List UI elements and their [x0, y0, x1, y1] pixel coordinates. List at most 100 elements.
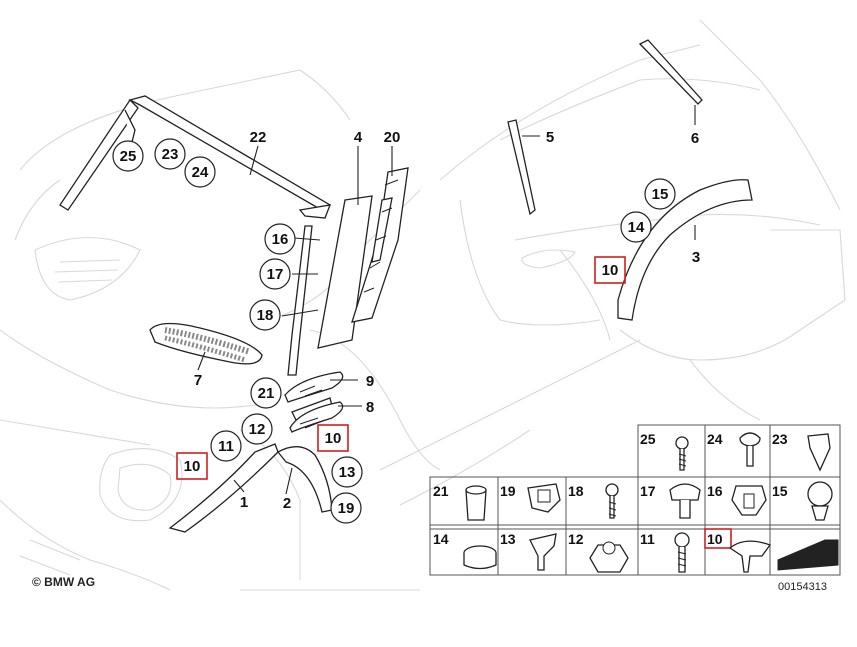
table-cell-25: 25 — [640, 431, 656, 447]
leader-lines — [197, 105, 696, 495]
callout-label: 14 — [628, 219, 645, 236]
callout-label: 7 — [194, 372, 202, 389]
callout-6: 6 — [691, 130, 699, 147]
drawing-number: 00154313 — [778, 581, 827, 593]
part-5-strip — [507, 119, 536, 216]
callout-21: 21 — [250, 377, 282, 409]
callout-label: 1 — [240, 494, 248, 511]
table-cell-23: 23 — [772, 431, 788, 447]
table-cell-number: 17 — [640, 483, 656, 499]
callout-label: 25 — [120, 148, 137, 165]
callout-label: 19 — [338, 500, 355, 517]
callout-label: 17 — [267, 266, 284, 283]
callout-label: 24 — [192, 164, 209, 181]
part-3-rear-flare — [617, 179, 753, 321]
callout-label: 23 — [162, 146, 179, 163]
table-cell-18: 18 — [568, 483, 584, 499]
callout-label: 6 — [691, 130, 699, 147]
callout-label: 8 — [366, 399, 374, 416]
copyright-text: © BMW AG — [32, 575, 95, 589]
table-cell-number: 10 — [707, 531, 723, 547]
callout-22: 22 — [250, 129, 267, 146]
table-cell-number: 11 — [640, 531, 655, 547]
part-4-pillar-trim — [317, 195, 373, 349]
callout-9: 9 — [366, 373, 374, 390]
table-cell-11: 11 — [640, 531, 655, 547]
callout-24: 24 — [184, 156, 216, 188]
parts-table-cells: 25 24 23 21 19 18 17 16 15 14 13 12 11 10 — [433, 431, 788, 549]
fastener-icons — [463, 432, 839, 573]
parts-table — [429, 424, 841, 576]
callout-label: 16 — [272, 231, 289, 248]
table-cell-13: 13 — [500, 531, 516, 547]
callout-label: 18 — [257, 307, 274, 324]
callout-12: 12 — [241, 413, 273, 445]
reference-arrow-icon — [777, 539, 839, 571]
callout-18: 18 — [249, 299, 281, 331]
table-cell-number: 13 — [500, 531, 516, 547]
callout-1: 1 — [240, 494, 248, 511]
table-cell-24: 24 — [707, 431, 723, 447]
table-cell-number: 18 — [568, 483, 584, 499]
table-cell-19: 19 — [500, 483, 516, 499]
part-6-roof-strip — [638, 39, 703, 105]
callout-label: 4 — [354, 129, 363, 146]
callout-10: 10 — [594, 256, 626, 284]
table-cell-10: 10 — [704, 528, 732, 549]
part-7-grille — [149, 322, 263, 365]
callout-23: 23 — [154, 138, 186, 170]
callout-label: 21 — [258, 385, 275, 402]
callout-2: 2 — [283, 495, 291, 512]
callout-label: 22 — [250, 129, 267, 146]
callout-label: 11 — [218, 438, 234, 455]
callout-14: 14 — [620, 211, 652, 243]
part-2-arch-piece — [277, 446, 333, 513]
table-cell-15: 15 — [772, 483, 788, 499]
table-cell-number: 15 — [772, 483, 788, 499]
table-cell-number: 16 — [707, 483, 723, 499]
table-cell-number: 23 — [772, 431, 788, 447]
part-16-18-seal-strip — [287, 225, 313, 376]
callout-label: 13 — [339, 464, 356, 481]
callout-16: 16 — [264, 223, 296, 255]
callout-label: 5 — [546, 129, 554, 146]
callout-label: 10 — [325, 430, 342, 447]
callout-label: 9 — [366, 373, 374, 390]
callout-label: 20 — [384, 129, 401, 146]
callout-label: 12 — [249, 421, 266, 438]
callout-25: 25 — [112, 140, 144, 172]
part-9-8-side-vents — [284, 371, 344, 433]
table-cell-number: 24 — [707, 431, 723, 447]
part-22-frame — [59, 95, 332, 219]
callout-13: 13 — [331, 456, 363, 488]
table-cell-14: 14 — [433, 531, 449, 547]
callout-label: 15 — [652, 186, 669, 203]
callout-20: 20 — [384, 129, 401, 146]
callout-label: 10 — [602, 262, 619, 279]
table-cell-21: 21 — [433, 483, 449, 499]
callout-3: 3 — [692, 249, 700, 266]
table-cell-number: 19 — [500, 483, 516, 499]
callout-10: 10 — [176, 452, 208, 480]
callout-label: 10 — [184, 458, 201, 475]
callout-5: 5 — [546, 129, 554, 146]
table-cell-16: 16 — [707, 483, 723, 499]
callout-17: 17 — [259, 258, 291, 290]
table-cell-number: 25 — [640, 431, 656, 447]
callout-label: 2 — [283, 495, 291, 512]
callout-19: 19 — [330, 492, 362, 524]
table-cell-17: 17 — [640, 483, 656, 499]
callout-7: 7 — [194, 372, 202, 389]
table-cell-number: 14 — [433, 531, 449, 547]
callout-10: 10 — [317, 424, 349, 452]
table-cell-number: 12 — [568, 531, 584, 547]
callout-8: 8 — [366, 399, 374, 416]
part-20-pillar-cover — [351, 167, 409, 323]
callout-4: 4 — [354, 129, 363, 146]
callout-15: 15 — [644, 178, 676, 210]
table-cell-number: 21 — [433, 483, 449, 499]
callout-label: 3 — [692, 249, 700, 266]
